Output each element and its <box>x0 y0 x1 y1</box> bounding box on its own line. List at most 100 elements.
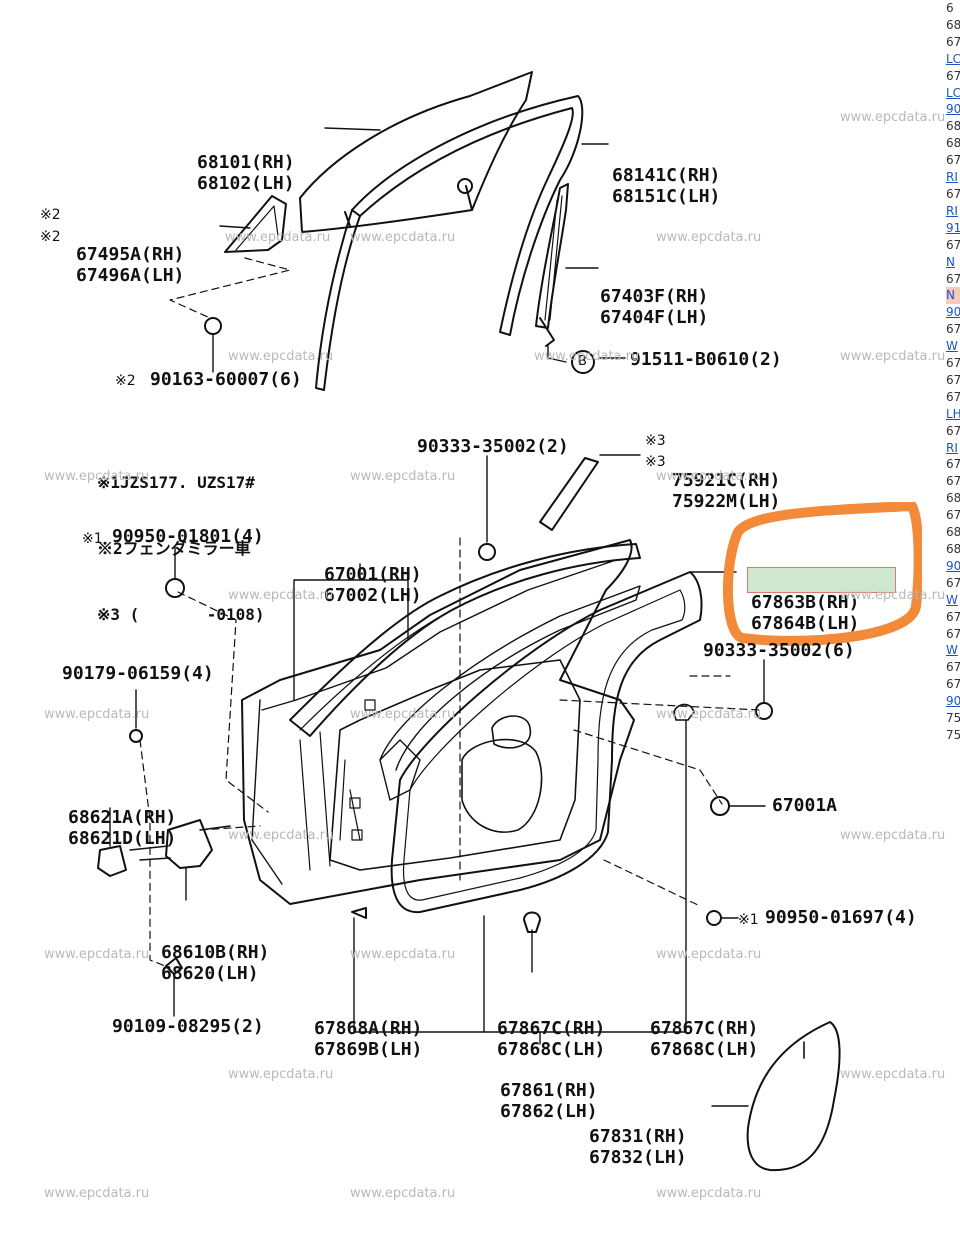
highlighted-part-box <box>747 567 896 593</box>
label-90109: 90109-08295(2) <box>112 1016 264 1037</box>
parts-list-link[interactable]: RI <box>946 440 958 455</box>
parts-list-entry: 67 <box>946 575 960 590</box>
mirror-base-seal <box>224 195 287 253</box>
belt-molding <box>539 457 599 531</box>
door-sash <box>289 543 641 737</box>
watermark: www.epcdata.ru <box>840 349 946 364</box>
watermark: www.epcdata.ru <box>656 707 762 722</box>
label-67868a: 67868A(RH)67869B(LH) <box>314 1018 423 1060</box>
parts-list-entry: 67 <box>946 660 960 675</box>
watermark: www.epcdata.ru <box>656 1186 762 1201</box>
parts-list-entry: 67 <box>946 677 960 692</box>
watermark: www.epcdata.ru <box>656 230 762 245</box>
label-68141c: 68141C(RH)68151C(LH) <box>612 165 721 207</box>
parts-list-link[interactable]: W <box>946 592 958 607</box>
parts-list-link[interactable]: W <box>946 339 958 354</box>
parts-list-link[interactable]: W <box>946 643 958 658</box>
label-90179: 90179-06159(4) <box>62 663 214 684</box>
watermark: www.epcdata.ru <box>840 1067 946 1082</box>
parts-list-entry: 67 <box>946 389 960 404</box>
label-67831: 67831(RH)67832(LH) <box>589 1126 687 1168</box>
parts-list-entry: 68 <box>946 136 960 151</box>
label-90950-01697: 90950-01697(4) <box>765 907 917 928</box>
watermark: www.epcdata.ru <box>44 469 150 484</box>
parts-list-link[interactable]: 91 <box>946 220 960 235</box>
parts-list-entry: 67 <box>946 186 960 201</box>
parts-list-entry: 67 <box>946 271 960 286</box>
watermark: www.epcdata.ru <box>840 588 946 603</box>
parts-list-link[interactable]: 90 <box>946 558 960 573</box>
glass-run-channel <box>351 95 584 336</box>
parts-list-link[interactable]: LH <box>946 406 960 421</box>
label-67001a: 67001A <box>772 795 838 816</box>
parts-list-link[interactable]: RI <box>946 203 958 218</box>
watermark: www.epcdata.ru <box>534 349 640 364</box>
door-glass-outline <box>299 71 533 233</box>
parts-list-entry: 68 <box>946 525 960 540</box>
label-90163: 90163-60007(6) <box>150 369 302 390</box>
watermark: www.epcdata.ru <box>350 469 456 484</box>
label-67001: 67001(RH)67002(LH) <box>324 564 422 606</box>
circle-b-label: B <box>578 354 587 369</box>
watermark: www.epcdata.ru <box>350 707 456 722</box>
parts-list-link[interactable]: LC <box>946 85 960 100</box>
parts-list-link[interactable]: RI <box>946 170 958 185</box>
parts-list-link[interactable]: 90 <box>946 102 960 117</box>
parts-list-entry: 67 <box>946 457 960 472</box>
mark-2-b: ※2 <box>40 229 61 245</box>
label-90333-upper: 90333-35002(2) <box>417 436 569 457</box>
label-67867c-right: 67867C(RH)67868C(LH) <box>650 1018 759 1060</box>
parts-list-entry: 6 <box>946 1 954 15</box>
parts-list-entry: 75 <box>946 727 960 742</box>
mark-2-a: ※2 <box>40 207 61 223</box>
label-68610b: 68610B(RH)68620(LH) <box>161 942 270 984</box>
parts-list-entry: 67 <box>946 626 960 641</box>
mark-1-a: ※1 <box>82 531 103 547</box>
parts-list-link[interactable]: N <box>946 254 955 269</box>
parts-list-entry: 68 <box>946 17 960 32</box>
inner-panel <box>329 659 581 871</box>
service-hole-cover <box>746 1021 841 1172</box>
watermark: www.epcdata.ru <box>228 349 334 364</box>
label-67861: 67861(RH)67862(LH) <box>500 1080 598 1122</box>
watermark: www.epcdata.ru <box>44 1186 150 1201</box>
mark-3-a: ※3 <box>645 433 666 449</box>
label-75921c: 75921C(RH)75922M(LH) <box>672 470 781 512</box>
parts-list-link[interactable]: N <box>946 287 960 305</box>
parts-list-entry: 68 <box>946 119 960 134</box>
watermark: www.epcdata.ru <box>656 469 762 484</box>
label-67863b: 67863B(RH)67864B(LH) <box>751 592 860 634</box>
parts-list-link[interactable]: LC <box>946 51 960 66</box>
division-bar <box>535 183 569 329</box>
parts-list-entry: 68 <box>946 491 960 506</box>
parts-list-entry: 75 <box>946 711 960 726</box>
watermark: www.epcdata.ru <box>228 588 334 603</box>
footnotes: ※1JZS177. UZS17# ※2フェンダミラー車 ※3 ( -0108) <box>97 473 265 624</box>
watermark: www.epcdata.ru <box>228 828 334 843</box>
watermark: www.epcdata.ru <box>656 947 762 962</box>
watermark: www.epcdata.ru <box>228 1067 334 1082</box>
parts-list-link[interactable]: 90 <box>946 305 960 320</box>
watermark: www.epcdata.ru <box>350 1186 456 1201</box>
parts-list-entry: 67 <box>946 153 960 168</box>
parts-list-entry: 67 <box>946 322 960 337</box>
door-hinge <box>165 819 213 869</box>
parts-list-entry: 67 <box>946 68 960 83</box>
label-91511: 91511-B0610(2) <box>630 349 782 370</box>
parts-list-entry: 67 <box>946 237 960 252</box>
parts-list-entry: 67 <box>946 372 960 387</box>
watermark: www.epcdata.ru <box>225 230 331 245</box>
watermark: www.epcdata.ru <box>44 947 150 962</box>
label-90333-lower: 90333-35002(6) <box>703 640 855 661</box>
parts-list-entry: 67 <box>946 609 960 624</box>
watermark: www.epcdata.ru <box>840 828 946 843</box>
mark-1-b: ※1 <box>738 912 759 928</box>
label-68621a: 68621A(RH)68621D(LH) <box>68 807 177 849</box>
speaker-hole <box>461 738 543 833</box>
parts-list-entry: 67 <box>946 423 960 438</box>
parts-list-link[interactable]: 90 <box>946 694 960 709</box>
parts-list-entry: 67 <box>946 508 960 523</box>
parts-list-entry: 67 <box>946 474 960 489</box>
label-68101: 68101(RH)68102(LH) <box>197 152 295 194</box>
